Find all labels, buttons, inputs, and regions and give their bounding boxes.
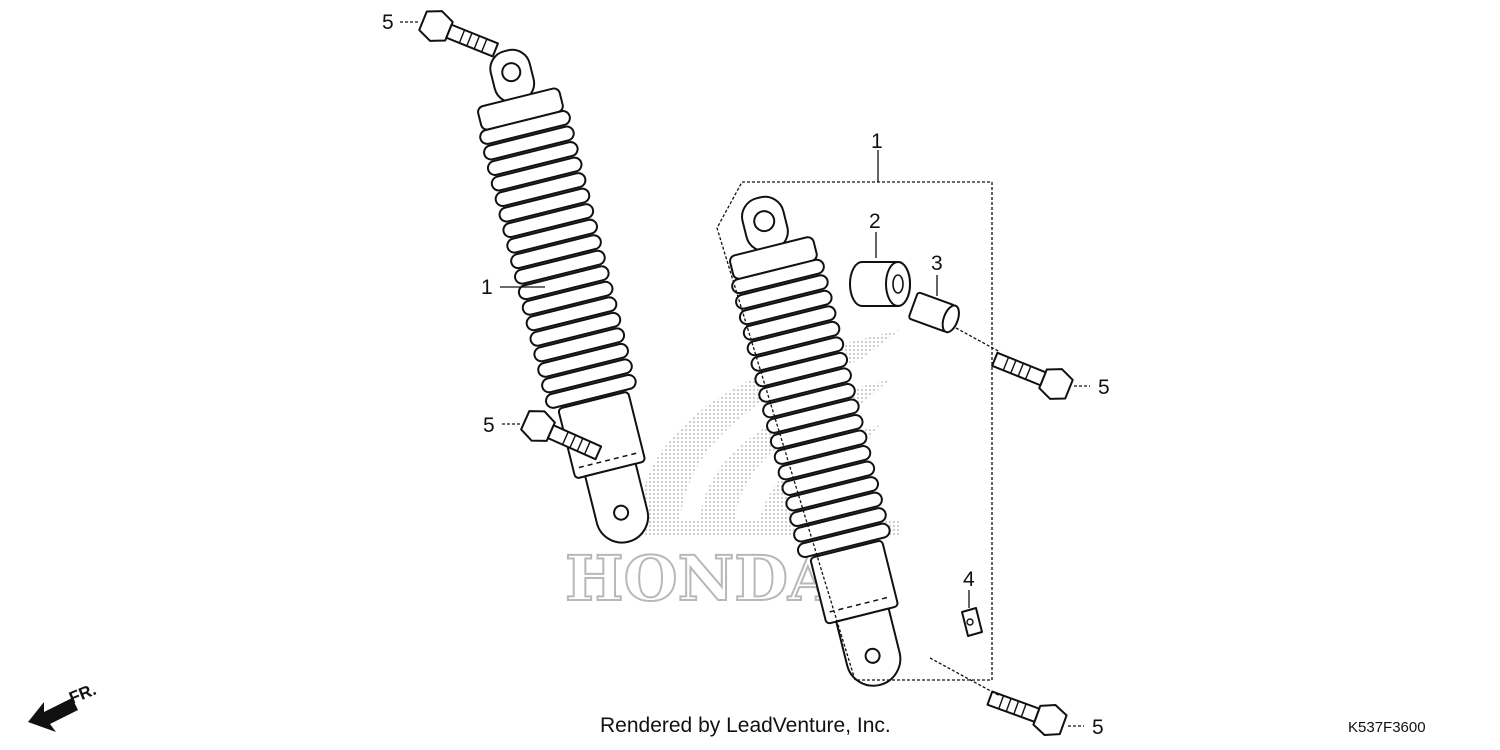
collar-part — [908, 291, 960, 334]
bolt-right-lower — [986, 690, 1068, 737]
callout-bolt-top-left: 5 — [382, 11, 394, 34]
bolt-mid-left — [520, 410, 603, 461]
render-credit: Rendered by LeadVenture, Inc. — [600, 714, 891, 737]
callout-bolt-mid-left: 5 — [483, 414, 495, 437]
shock-absorber-left — [477, 48, 649, 544]
callout-assembly-right: 1 — [871, 130, 883, 153]
bushing-part — [849, 261, 911, 307]
drawing-number: K537F3600 — [1348, 719, 1426, 736]
shock-absorber-right — [729, 195, 902, 687]
callout-collar: 3 — [931, 252, 943, 275]
callout-bolt-right-upper: 5 — [1098, 376, 1110, 399]
assembly-boundary — [716, 181, 993, 681]
leader-collar-to-bolt — [955, 327, 1001, 353]
bolt-top-left — [418, 10, 499, 58]
callout-shock-left: 1 — [481, 276, 493, 299]
bolt-right-upper — [991, 351, 1074, 400]
callout-clip: 4 — [963, 568, 975, 591]
callout-bushing: 2 — [869, 210, 881, 233]
front-arrow-icon — [28, 698, 78, 732]
clip-part — [961, 607, 983, 637]
honda-watermark: HONDA — [565, 542, 837, 615]
callout-bolt-right-lower: 5 — [1092, 716, 1104, 739]
front-indicator-label: FR. — [66, 680, 99, 708]
leader-shock-to-bolt — [929, 657, 1001, 697]
